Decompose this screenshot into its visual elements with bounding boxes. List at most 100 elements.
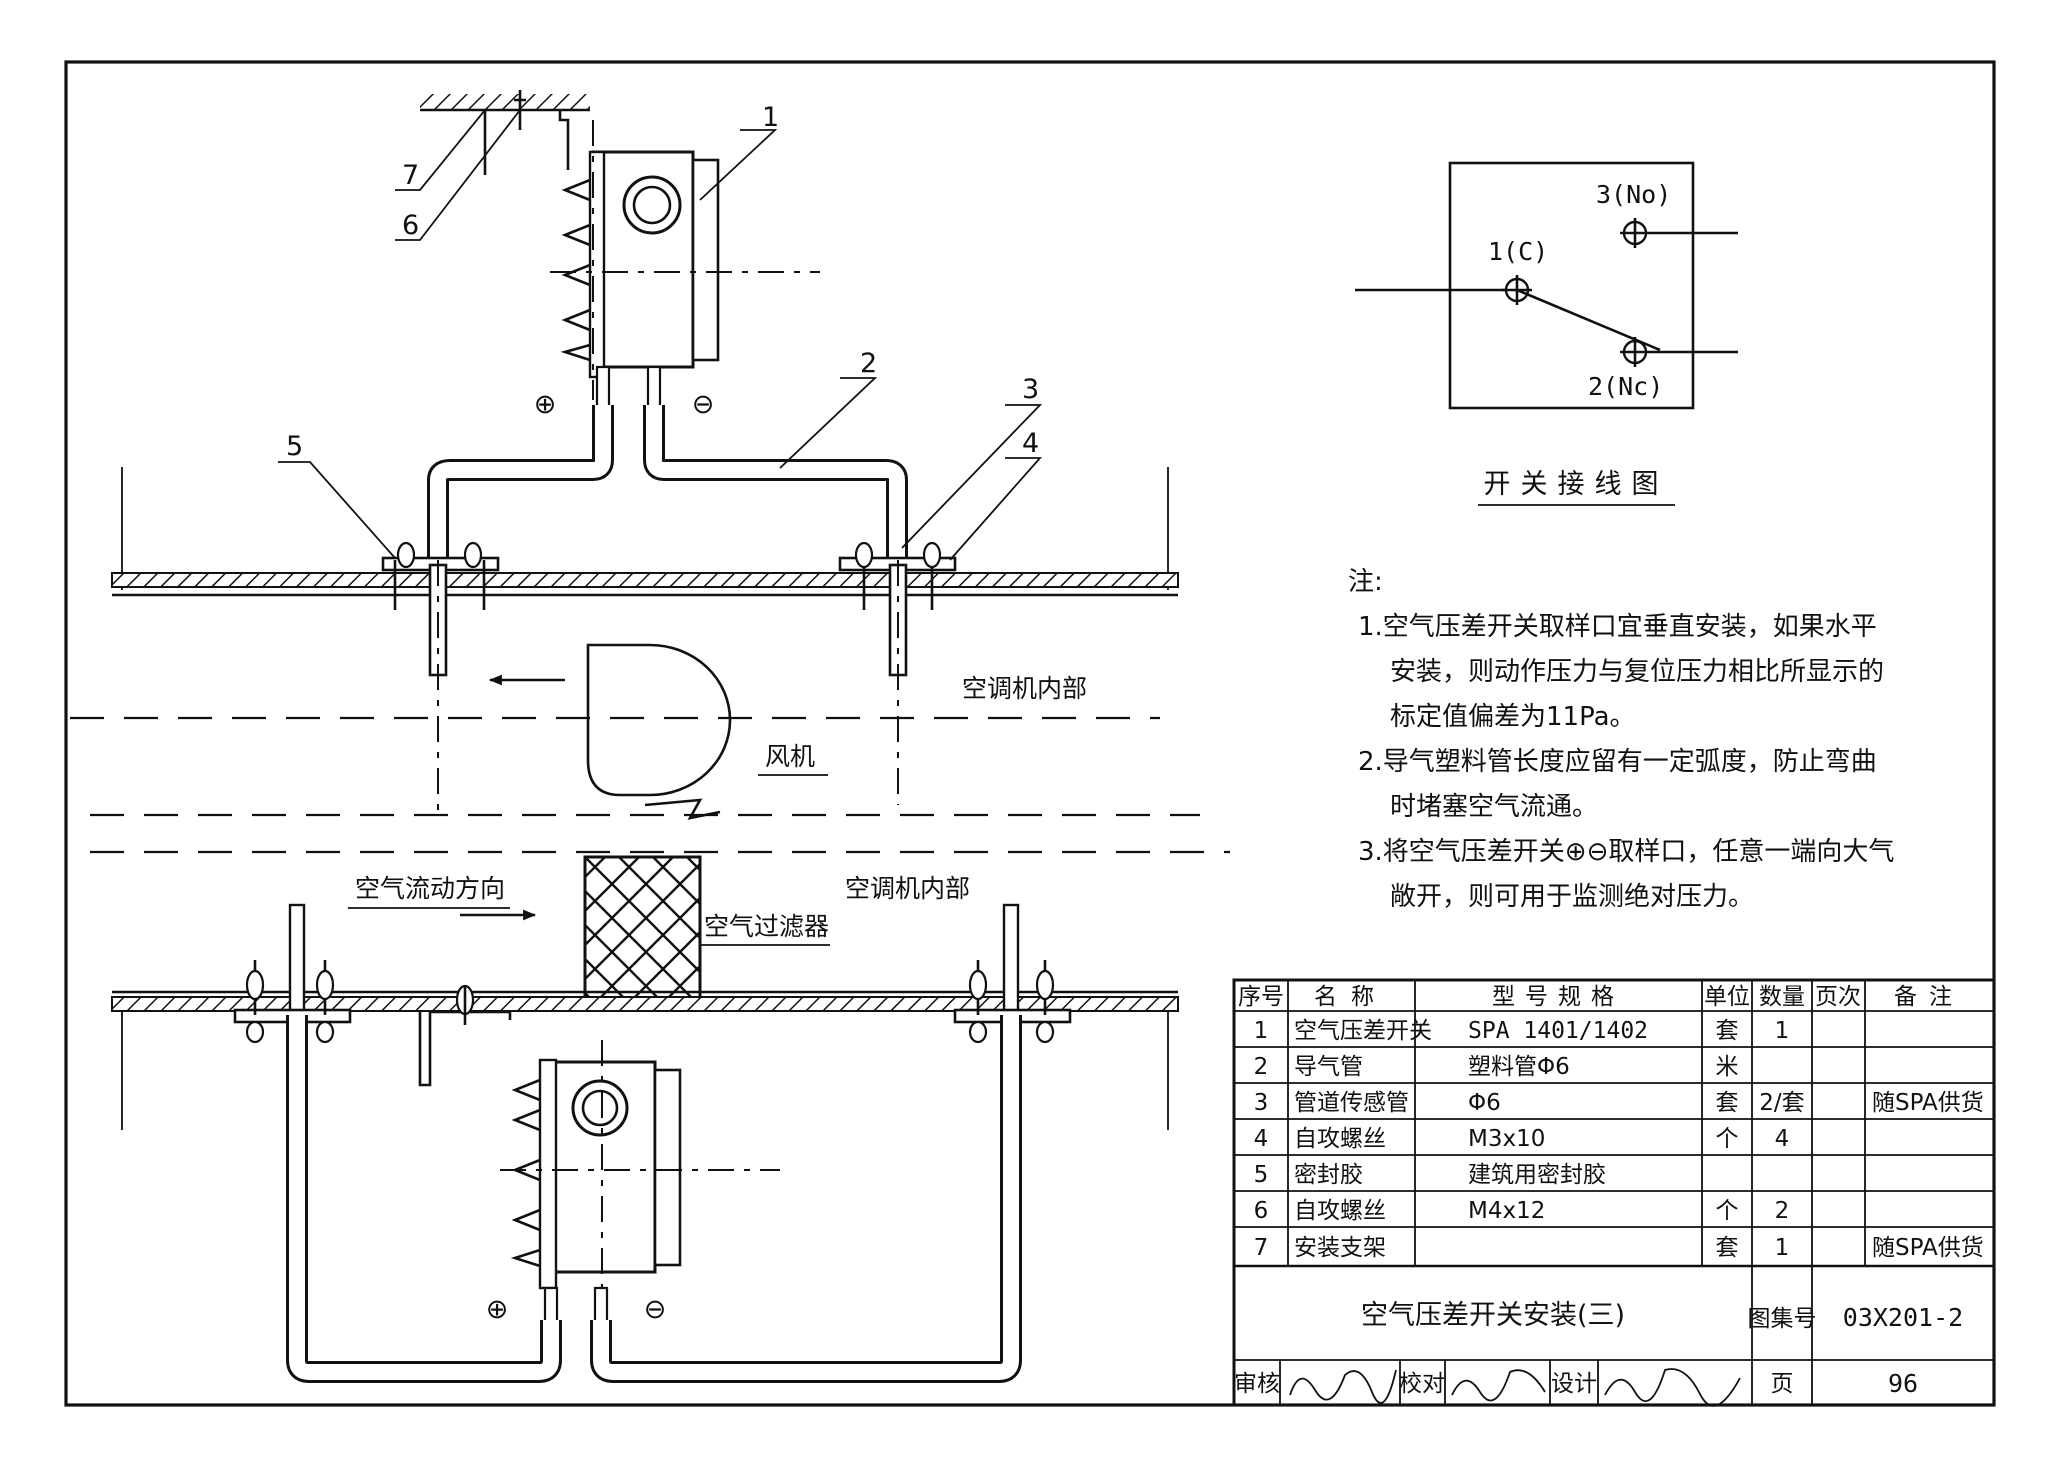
parts-table	[1232, 978, 1996, 1407]
cell-model: 建筑用密封胶	[1468, 1162, 1606, 1188]
terminal-2-label: 2(Nc)	[1588, 372, 1663, 401]
callout-4: 4	[1022, 428, 1039, 459]
ac-interior-label-upper: 空调机内部	[962, 674, 1087, 703]
cell-seq: 7	[1254, 1235, 1269, 1261]
notes-list: 1.空气压差开关取样口宜垂直安装，如果水平安装，则动作压力与复位压力相比所显示的…	[1340, 605, 1900, 920]
cell-seq: 5	[1254, 1162, 1269, 1188]
air-filter	[583, 855, 702, 1002]
table-row: 1 空气压差开关 SPA 1401/1402 套 1	[1254, 1018, 1790, 1044]
plus-port-upper: ⊕	[534, 389, 557, 420]
cell-model: 塑料管Φ6	[1468, 1054, 1570, 1080]
switch-contact	[1516, 288, 1661, 352]
design-label: 设计	[1551, 1371, 1597, 1397]
minus-port-lower: ⊖	[644, 1294, 667, 1325]
callout-3: 3	[1022, 374, 1039, 405]
cell-name: 管道传感管	[1294, 1090, 1409, 1116]
cell-unit: 个	[1716, 1126, 1739, 1152]
callout-7: 7	[402, 160, 419, 191]
table-row: 3 管道传感管 Φ6 套 2/套 随SPA供货	[1254, 1090, 1984, 1116]
sheet-border	[64, 60, 1996, 1407]
drawing-title: 空气压差开关安装(三)	[1361, 1300, 1625, 1331]
cell-qty: 4	[1775, 1126, 1790, 1152]
callout-1: 1	[762, 102, 779, 133]
notes-heading: 注:	[1348, 567, 1383, 597]
cell-unit: 套	[1716, 1090, 1739, 1116]
header-name: 名称	[1314, 984, 1388, 1010]
cell-name: 密封胶	[1294, 1162, 1363, 1188]
air-tube-right-upper	[643, 405, 908, 560]
wiring-diagram: 3(No) 1(C) 2(Nc) 开关接线图	[1355, 161, 1738, 506]
cell-unit: 个	[1716, 1198, 1739, 1224]
cell-model: M4x12	[1468, 1198, 1545, 1224]
cell-name: 导气管	[1294, 1054, 1363, 1080]
terminal-3-label: 3(No)	[1596, 180, 1671, 209]
cell-seq: 4	[1254, 1126, 1269, 1152]
cell-qty: 2	[1775, 1198, 1790, 1224]
cell-name: 自攻螺丝	[1294, 1198, 1386, 1224]
header-qty: 数量	[1759, 984, 1805, 1010]
duct-wall-upper	[111, 572, 1179, 588]
table-row: 7 安装支架 套 1 随SPA供货	[1254, 1235, 1984, 1261]
atlas-number: 03X201-2	[1843, 1303, 1963, 1332]
air-tube-left-lower	[286, 1015, 562, 1383]
table-row: 2 导气管 塑料管Φ6 米	[1254, 1054, 1739, 1080]
table-row: 6 自攻螺丝 M4x12 个 2	[1254, 1198, 1790, 1224]
header-remarks: 备注	[1894, 984, 1964, 1010]
cell-name: 自攻螺丝	[1294, 1126, 1386, 1152]
atlas-label: 图集号	[1748, 1306, 1817, 1332]
header-page: 页次	[1815, 984, 1861, 1010]
fan-label: 风机	[765, 742, 815, 771]
cell-model: M3x10	[1468, 1126, 1545, 1152]
cell-name: 空气压差开关	[1294, 1018, 1432, 1044]
filter-label: 空气过滤器	[704, 912, 829, 941]
header-unit: 单位	[1704, 984, 1750, 1010]
upper-installation: ⊕ ⊖ 风机 空调机内部 1	[70, 90, 1200, 820]
ac-interior-label-lower: 空调机内部	[845, 874, 970, 903]
table-row: 5 密封胶 建筑用密封胶	[1254, 1162, 1606, 1188]
review-signature	[1289, 1369, 1397, 1404]
cell-qty: 1	[1775, 1235, 1790, 1261]
check-signature	[1451, 1369, 1546, 1402]
note-item: 1.空气压差开关取样口宜垂直安装，如果水平安装，则动作压力与复位压力相比所显示的…	[1358, 612, 1885, 732]
callout-5: 5	[286, 431, 303, 462]
airflow-label: 空气流动方向	[355, 874, 505, 903]
header-seq: 序号	[1238, 984, 1284, 1010]
ceiling-hatch	[420, 94, 590, 109]
cell-model: SPA 1401/1402	[1468, 1018, 1648, 1044]
wiring-caption: 开关接线图	[1484, 469, 1669, 500]
page-label: 页	[1771, 1371, 1794, 1397]
plus-port-lower: ⊕	[486, 1294, 509, 1325]
cell-remarks: 随SPA供货	[1872, 1235, 1984, 1261]
duct-wall-lower	[111, 996, 1179, 1012]
minus-port-upper: ⊖	[692, 389, 715, 420]
review-label: 审核	[1234, 1371, 1280, 1397]
cell-remarks: 随SPA供货	[1872, 1090, 1984, 1116]
callout-2: 2	[860, 348, 877, 379]
cell-seq: 3	[1254, 1090, 1269, 1116]
wiring-box	[1448, 161, 1695, 410]
cell-unit: 套	[1716, 1018, 1739, 1044]
cell-name: 安装支架	[1294, 1235, 1386, 1261]
fan-housing	[586, 643, 732, 797]
lower-installation: 空气流动方向 空调机内部 空气过滤器	[90, 850, 1230, 1383]
table-row: 4 自攻螺丝 M3x10 个 4	[1254, 1126, 1790, 1152]
cell-seq: 1	[1254, 1018, 1269, 1044]
cell-unit: 套	[1716, 1235, 1739, 1261]
note-item: 2.导气塑料管长度应留有一定弧度，防止弯曲时堵塞空气流通。	[1358, 747, 1877, 822]
cell-qty: 1	[1775, 1018, 1790, 1044]
check-label: 校对	[1399, 1371, 1445, 1397]
cell-qty: 2/套	[1759, 1090, 1804, 1116]
cell-seq: 2	[1254, 1054, 1269, 1080]
design-signature	[1604, 1368, 1741, 1407]
page-number: 96	[1888, 1369, 1918, 1398]
terminal-1-label: 1(C)	[1488, 237, 1548, 266]
header-model: 型号规格	[1492, 984, 1624, 1010]
callout-6: 6	[402, 210, 419, 241]
notes: 注: 1.空气压差开关取样口宜垂直安装，如果水平安装，则动作压力与复位压力相比所…	[1340, 560, 1900, 920]
note-item: 3.将空气压差开关⊕⊖取样口，任意一端向大气敞开，则可用于监测绝对压力。	[1358, 837, 1895, 912]
air-tube-left-upper	[427, 405, 614, 565]
table-header: 序号 名称 型号规格 单位 数量 页次 备注	[1238, 984, 1964, 1010]
title-block: 空气压差开关安装(三) 图集号 03X201-2 审核 校对 设计 页 96	[1234, 1300, 1963, 1407]
cell-seq: 6	[1254, 1198, 1269, 1224]
